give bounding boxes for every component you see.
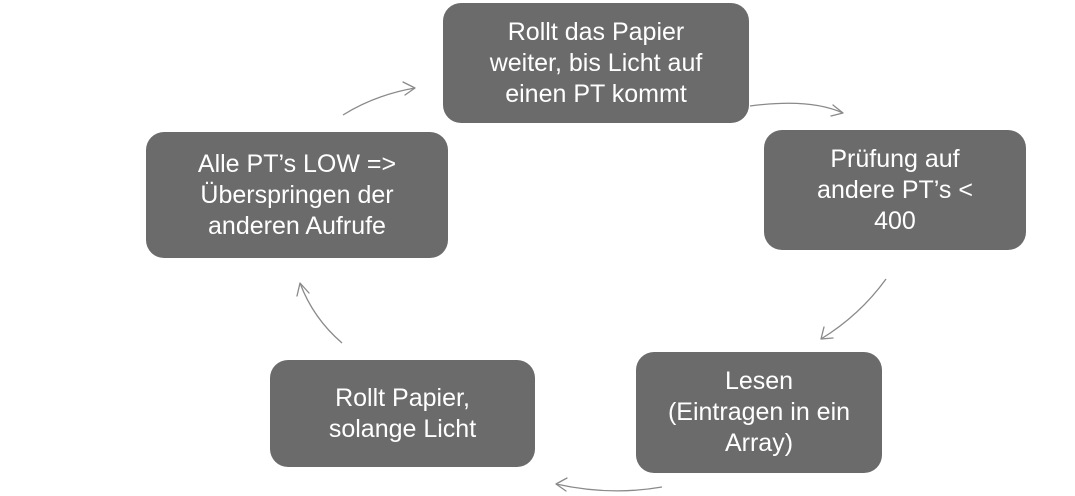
- cycle-step-read: Lesen (Eintragen in ein Array): [636, 352, 882, 473]
- cycle-arrow-1: [749, 102, 844, 117]
- cycle-step-roll-until-light: Rollt das Papier weiter, bis Licht auf e…: [443, 3, 749, 123]
- cycle-arrow-2: [820, 278, 887, 340]
- cycle-step-label: Rollt Papier, solange Licht: [328, 383, 477, 443]
- cycle-step-label: Alle PT’s LOW => Überspringen der andere…: [197, 149, 397, 240]
- cycle-step-roll-while-light: Rollt Papier, solange Licht: [270, 360, 535, 467]
- cycle-step-label: Rollt das Papier weiter, bis Licht auf e…: [489, 17, 703, 108]
- cycle-step-all-low-skip: Alle PT’s LOW => Überspringen der andere…: [146, 132, 448, 258]
- cycle-step-check-other-pts: Prüfung auf andere PT’s < 400: [764, 130, 1026, 250]
- cycle-step-label: Prüfung auf andere PT’s < 400: [817, 144, 973, 235]
- cycle-arrow-5: [342, 81, 416, 116]
- cycle-arrow-3: [555, 477, 663, 492]
- cycle-arrow-4: [296, 282, 343, 344]
- cycle-step-label: Lesen (Eintragen in ein Array): [667, 367, 851, 457]
